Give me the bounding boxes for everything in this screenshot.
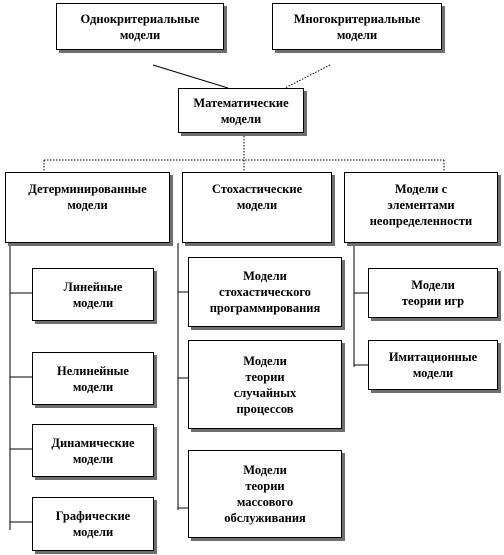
- node-game-theory: Модели теории игр: [368, 268, 498, 318]
- node-single-criterion: Однокритериальные модели: [56, 3, 224, 50]
- node-dynamic: Динамические модели: [32, 424, 154, 477]
- node-graphic: Графические модели: [32, 497, 154, 551]
- node-nonlinear: Нелинейные модели: [32, 352, 154, 405]
- node-mathematical: Математические модели: [178, 88, 304, 133]
- node-simulation: Имитационные модели: [368, 340, 498, 390]
- connector-multi-to-math: [284, 64, 331, 89]
- node-random-processes: Модели теории случайных процессов: [188, 340, 342, 429]
- node-deterministic: Детерминированные модели: [5, 172, 170, 243]
- node-uncertainty: Модели с элементами неопределенности: [344, 172, 498, 243]
- node-stochastic: Стохастические модели: [182, 172, 332, 243]
- node-queueing: Модели теории массового обслуживания: [188, 450, 342, 538]
- node-stoch-programming: Модели стохастического программирования: [188, 257, 342, 327]
- node-linear: Линейные модели: [32, 268, 154, 321]
- node-multi-criterion: Многокритериальные модели: [272, 3, 442, 50]
- connector-single-to-math: [152, 64, 229, 89]
